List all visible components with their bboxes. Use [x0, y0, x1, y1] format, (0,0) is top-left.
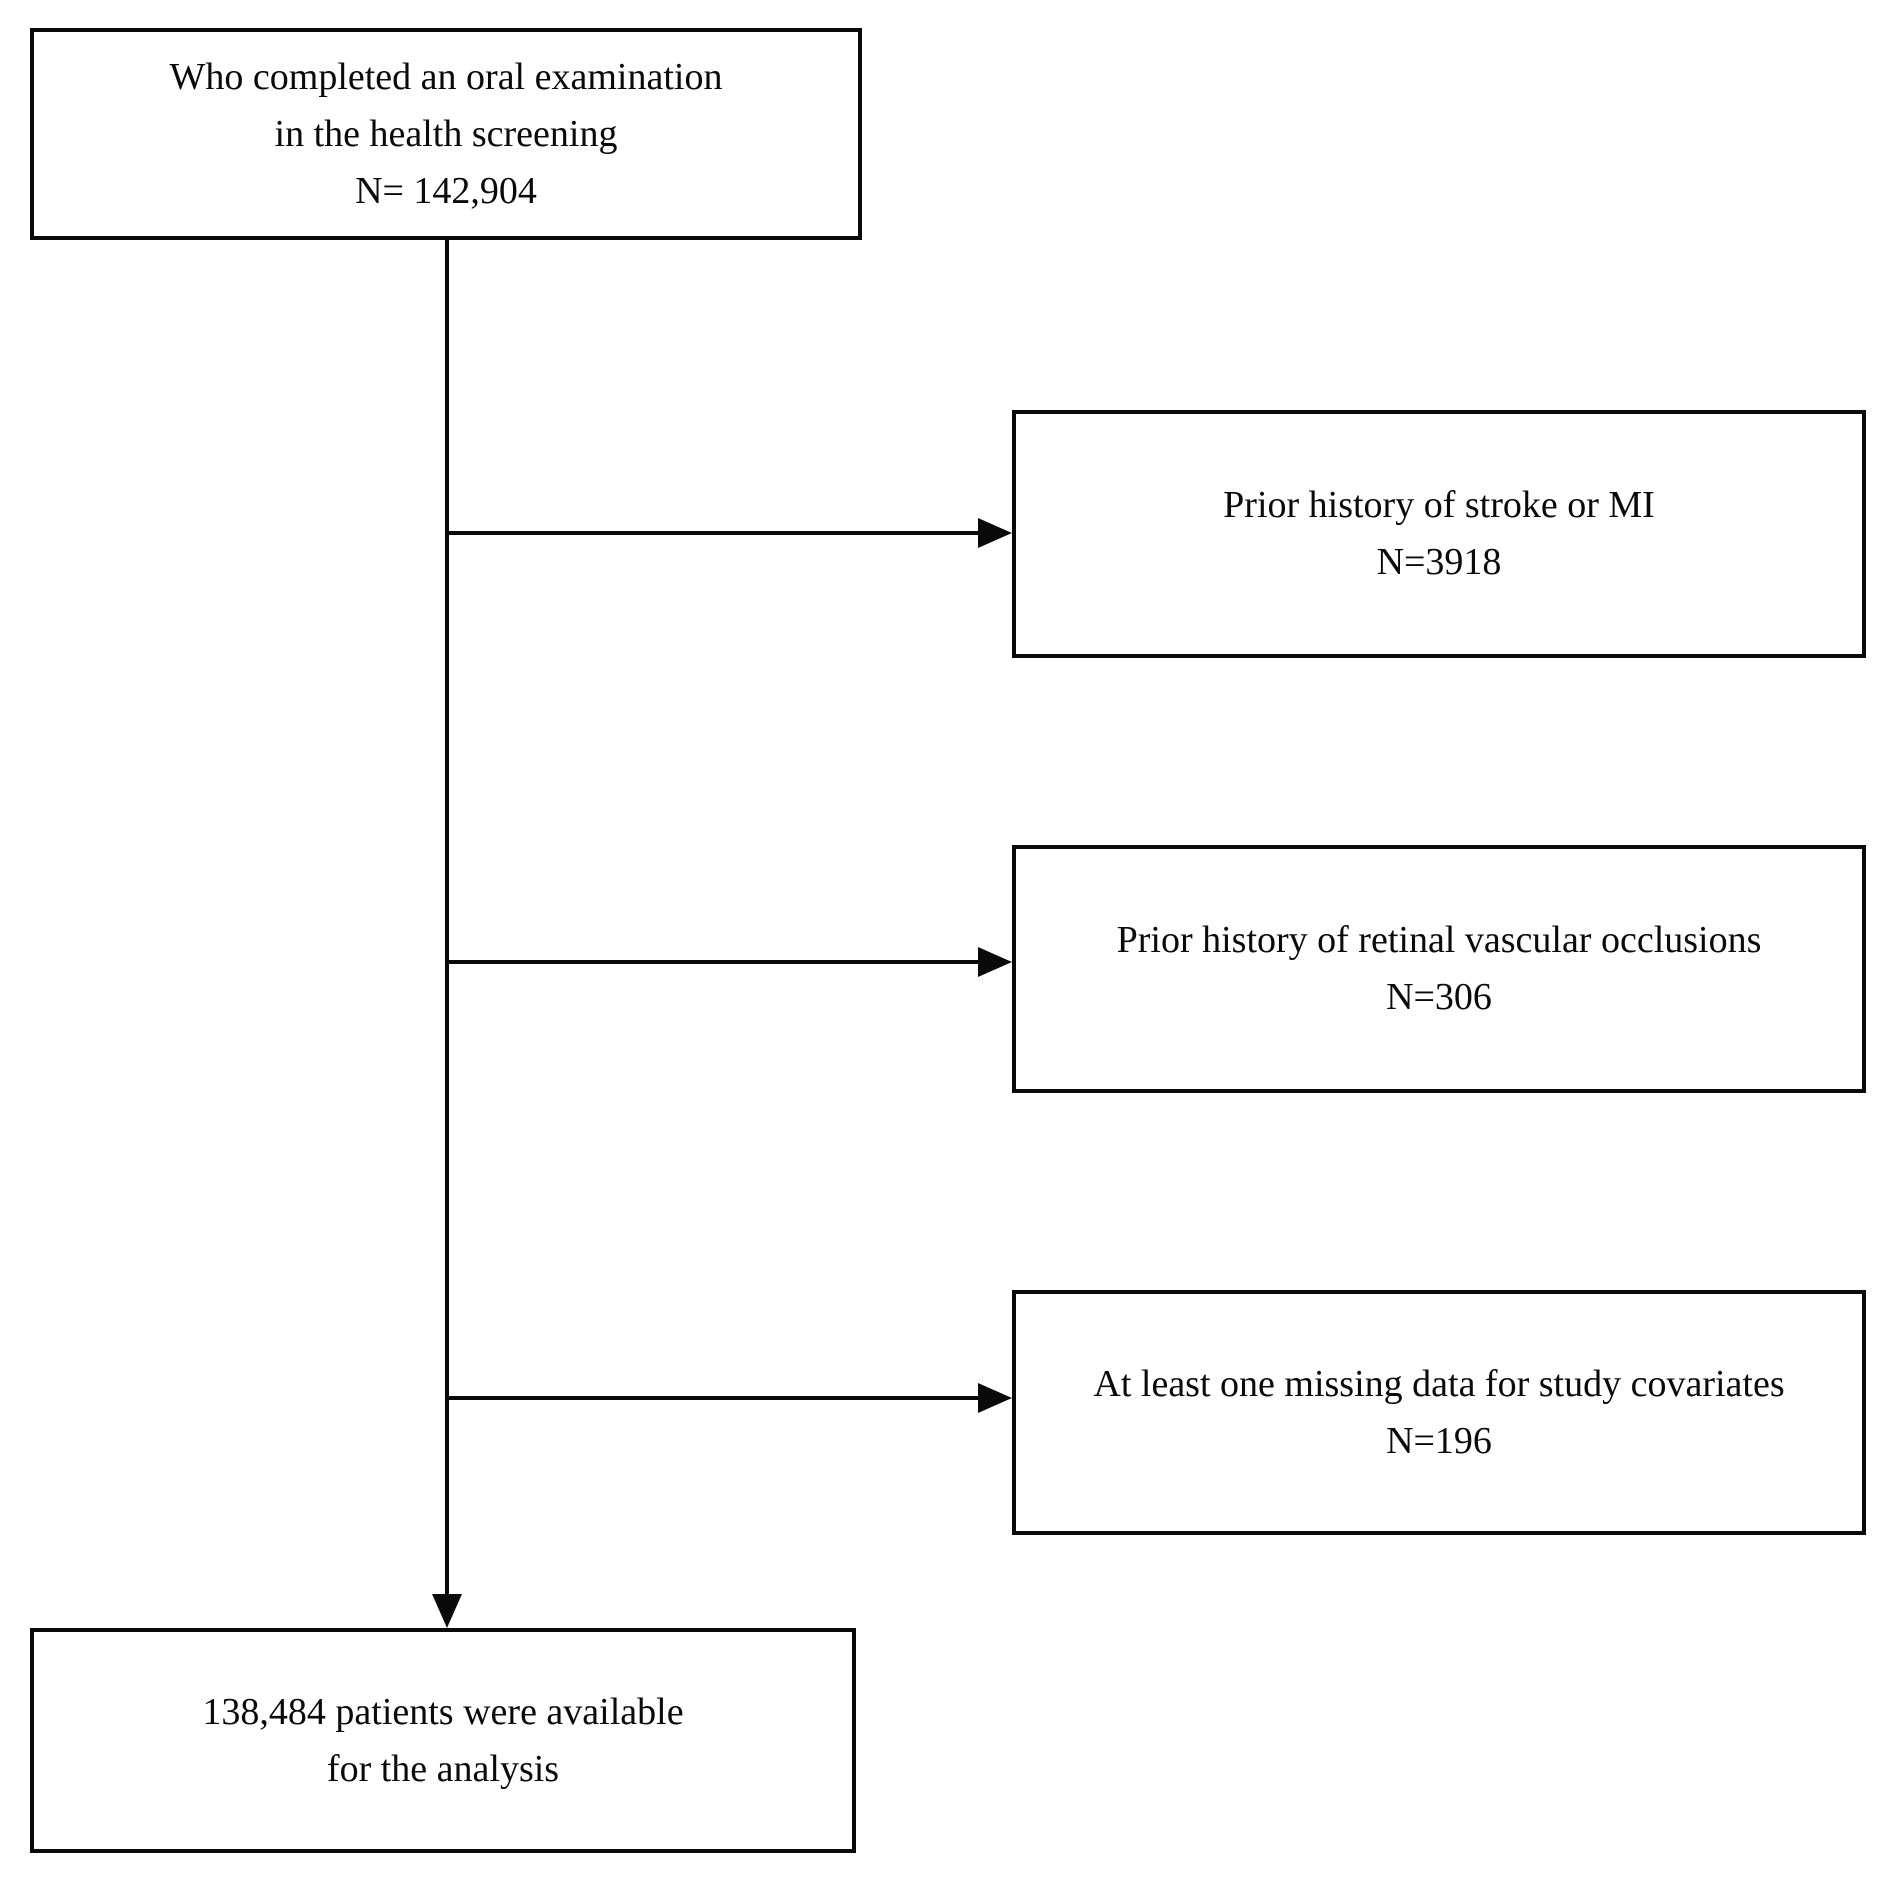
node-count-label: N=3918: [1376, 541, 1502, 583]
arrowhead-down-icon: [432, 1594, 462, 1628]
spine-connector-line: [445, 238, 449, 1598]
node-initial-cohort: Who completed an oral examination in the…: [30, 28, 862, 240]
node-count-label: N=196: [1386, 1419, 1492, 1462]
node-final-analysis-cohort: 138,484 patients were available for the …: [30, 1628, 856, 1853]
node-exclusion-stroke-mi: Prior history of stroke or MI N=3918: [1012, 410, 1866, 658]
node-exclusion-missing-data: At least one missing data for study cova…: [1012, 1290, 1866, 1535]
branch-line-exclusion-1: [445, 531, 978, 535]
node-text-line: Prior history of stroke or MI: [1223, 484, 1655, 526]
branch-line-exclusion-3: [445, 1396, 978, 1400]
branch-line-exclusion-2: [445, 960, 978, 964]
node-text-line: in the health screening: [274, 112, 618, 155]
node-count-label: N= 142,904: [355, 169, 537, 212]
node-text-line: Prior history of retinal vascular occlus…: [1116, 919, 1762, 961]
arrowhead-right-icon: [978, 1383, 1012, 1413]
node-exclusion-retinal-occlusions: Prior history of retinal vascular occlus…: [1012, 845, 1866, 1093]
node-text-line: 138,484 patients were available: [202, 1690, 684, 1733]
node-text-line: Who completed an oral examination: [169, 55, 723, 98]
node-text-line: for the analysis: [326, 1747, 560, 1790]
node-text-line: At least one missing data for study cova…: [1093, 1362, 1785, 1405]
node-count-label: N=306: [1386, 976, 1492, 1018]
arrowhead-right-icon: [978, 947, 1012, 977]
arrowhead-right-icon: [978, 518, 1012, 548]
